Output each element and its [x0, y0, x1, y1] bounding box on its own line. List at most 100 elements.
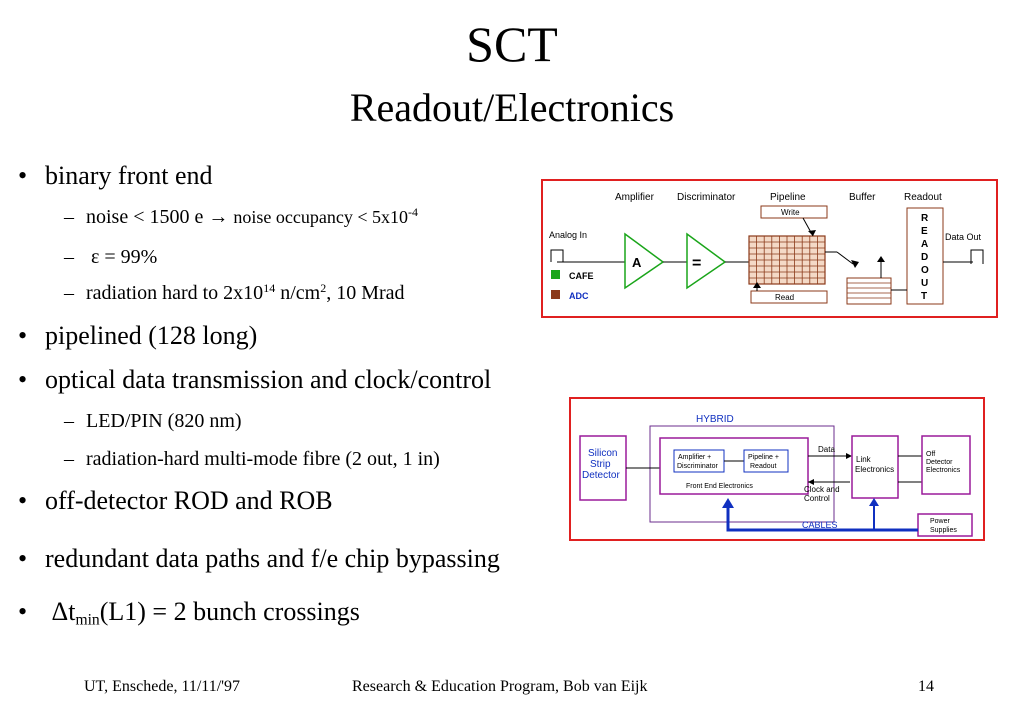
dash-marker: – — [64, 448, 74, 470]
cafe-legend-label: CAFE — [569, 271, 594, 281]
cables-line — [726, 504, 918, 532]
delta-t-text: Δt — [51, 597, 76, 626]
hybrid-outline — [649, 425, 835, 523]
arrow-icon: → — [208, 206, 229, 228]
write-arrowhead — [808, 230, 816, 236]
bullet-text: redundant data paths and f/e chip bypass… — [45, 544, 500, 573]
off-detector-label: Off Detector Electronics — [926, 451, 961, 474]
dash-marker: – — [64, 206, 74, 228]
amplifier-label: Amplifier — [615, 192, 655, 203]
pipe-readout-label: Pipeline + Readout — [748, 454, 781, 470]
link-electronics-box — [851, 435, 899, 499]
write-label: Write — [781, 208, 800, 217]
bullet-delta-t: • Δtmin(L1) = 2 bunch crossings — [18, 596, 360, 628]
bullet-pipelined: • pipelined (128 long) — [18, 320, 257, 352]
adc-legend-label: ADC — [569, 291, 589, 301]
noise-text: noise < 1500 e — [86, 206, 204, 228]
readout-letter: D — [921, 252, 928, 263]
bullet-binary-front-end: • binary front end — [18, 160, 213, 192]
silicon-detector-label: Silicon Strip Detector — [582, 448, 620, 481]
readout-letter: U — [921, 278, 928, 289]
readout-chain-diagram: Amplifier Discriminator Pipeline Buffer … — [541, 179, 998, 318]
slide-subtitle: Readout/Electronics — [349, 85, 675, 130]
delta-t-post: (L1) = 2 bunch crossings — [99, 597, 360, 626]
adc-legend-swatch — [551, 290, 560, 299]
bullet-marker: • — [18, 597, 28, 626]
pipe-buffer-link — [836, 251, 854, 265]
off-detector-box — [921, 435, 971, 495]
dash-marker: – — [64, 246, 74, 268]
read-arrowhead — [753, 282, 761, 288]
clock-arrowhead — [808, 479, 814, 485]
cables-label: CABLES — [802, 520, 838, 530]
readout-letter: O — [921, 265, 929, 276]
analog-in-label: Analog In — [549, 230, 587, 240]
cables-link-arrowhead — [869, 498, 879, 506]
bullet-text: off-detector ROD and ROB — [45, 486, 333, 515]
amplifier-icon — [624, 232, 665, 290]
amplifier-symbol: A — [632, 255, 642, 270]
bullet-optical: • optical data transmission and clock/con… — [18, 364, 491, 396]
data-arrowhead — [846, 453, 852, 459]
data-label: Data — [818, 445, 835, 454]
silicon-detector-box — [579, 435, 627, 501]
cables-arrowhead — [722, 498, 734, 508]
cafe-legend-swatch — [551, 270, 560, 279]
write-box — [760, 205, 828, 219]
led-text: LED/PIN (820 nm) — [86, 410, 242, 432]
readout-letter: A — [921, 239, 928, 250]
readout-label: Readout — [904, 192, 942, 203]
bullet-text: optical data transmission and clock/cont… — [45, 365, 492, 394]
fibre-text: radiation-hard multi-mode fibre (2 out, … — [86, 448, 440, 470]
bullet-text: pipelined (128 long) — [45, 321, 258, 350]
bullet-marker: • — [18, 486, 28, 515]
readout-letter: E — [921, 226, 928, 237]
front-end-label: Front End Electronics — [686, 483, 753, 490]
read-label: Read — [775, 293, 794, 302]
power-supplies-label: Power Supplies — [930, 518, 957, 534]
footer-left: UT, Enschede, 11/11/'97 — [84, 678, 241, 695]
radiation-text-c: , 10 Mrad — [326, 282, 405, 304]
analog-pulse-icon — [550, 249, 564, 262]
pipe-readout-box — [743, 449, 789, 473]
footer-center: Research & Education Program, Bob van Ei… — [352, 678, 648, 695]
buffer-in-arrowhead — [851, 260, 859, 268]
radiation-exponent-2: 2 — [320, 280, 327, 295]
dash-marker: – — [64, 282, 74, 304]
subbullet-led: –LED/PIN (820 nm) — [64, 408, 242, 434]
dash-marker: – — [64, 410, 74, 432]
discriminator-label: Discriminator — [677, 192, 736, 203]
read-box — [750, 290, 828, 304]
bullet-marker: • — [18, 365, 28, 394]
bullet-marker: • — [18, 321, 28, 350]
readout-block — [906, 207, 944, 305]
subbullet-radiation: –radiation hard to 2x1014 n/cm2, 10 Mrad — [64, 280, 405, 306]
buffer-stack — [846, 277, 892, 305]
pipeline-label: Pipeline — [770, 192, 806, 203]
page-number: 14 — [918, 678, 934, 695]
pipeline-grid — [748, 235, 826, 285]
radiation-text-b: n/cm — [275, 282, 321, 304]
noise-exponent: -4 — [407, 204, 418, 219]
bullet-marker: • — [18, 544, 28, 573]
output-pulse-icon — [970, 249, 984, 264]
readout-letter: R — [921, 213, 929, 224]
bullet-off-detector: • off-detector ROD and ROB — [18, 485, 333, 517]
hybrid-system-diagram: HYBRID Silicon Strip Detector Amplifier … — [569, 397, 985, 541]
discriminator-icon — [686, 232, 727, 290]
readout-letter: T — [921, 291, 927, 302]
noise-occupancy-text: noise occupancy < 5x10 — [233, 207, 408, 227]
bullet-text: binary front end — [45, 161, 213, 190]
link-electronics-label: Link Electronics — [855, 455, 894, 474]
buffer-label: Buffer — [849, 192, 876, 203]
buffer-read-arrowhead — [877, 256, 885, 262]
radiation-text-a: radiation hard to 2x10 — [86, 282, 264, 304]
efficiency-text: ε = 99% — [91, 246, 158, 268]
bullet-marker: • — [18, 161, 28, 190]
clock-control-label: Clock and Control — [804, 485, 842, 503]
radiation-exponent: 14 — [263, 280, 276, 295]
data-out-label: Data Out — [945, 232, 982, 242]
subbullet-fibre: –radiation-hard multi-mode fibre (2 out,… — [64, 446, 440, 472]
subbullet-efficiency: – ε = 99% — [64, 244, 157, 270]
